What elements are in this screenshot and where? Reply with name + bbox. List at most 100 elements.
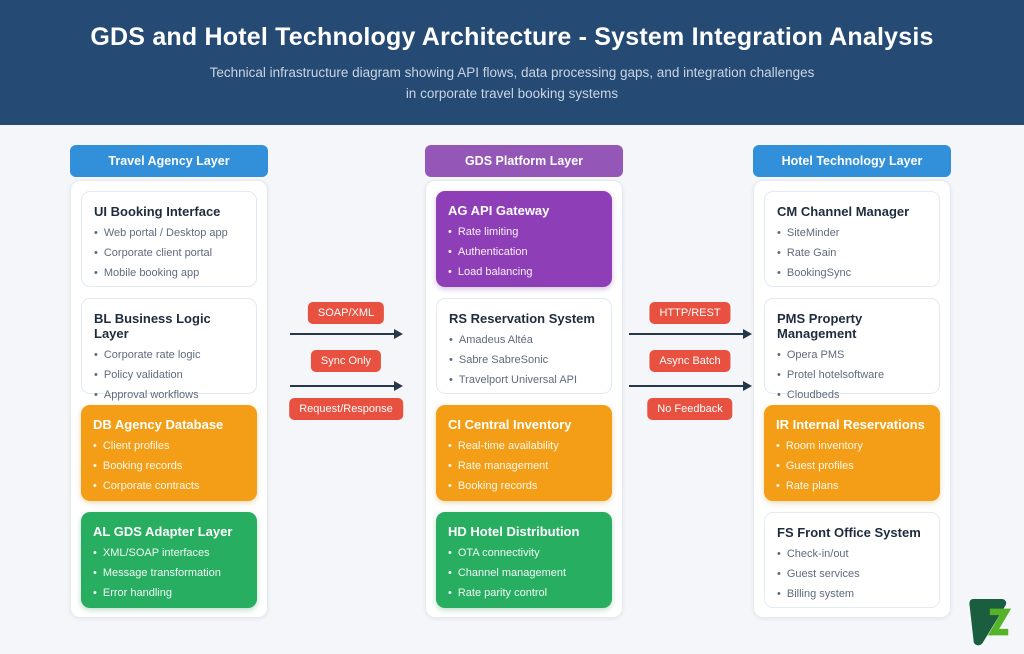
card-business-logic-layer: BL Business Logic Layer Corporate rate l…	[81, 298, 257, 401]
flow-label-async-batch: Async Batch	[649, 350, 731, 372]
bullet-item: Sabre SabreSonic	[449, 354, 599, 368]
bullet-item: OTA connectivity	[448, 547, 600, 561]
card-central-inventory: CI Central Inventory Real-time availabil…	[436, 405, 612, 501]
card-bullet-list: SiteMinder Rate Gain BookingSync	[777, 227, 927, 280]
card-title: AL GDS Adapter Layer	[93, 524, 233, 539]
page-subtitle: Technical infrastructure diagram showing…	[0, 63, 1024, 105]
card-channel-manager: CM Channel Manager SiteMinder Rate Gain …	[764, 191, 940, 287]
diagram-canvas: Travel Agency Layer UI Booking Interface…	[0, 125, 1024, 654]
card-title: RS Reservation System	[449, 311, 595, 326]
card-bullet-list: Room inventory Guest profiles Rate plans	[776, 440, 928, 493]
flow-label-no-feedback: No Feedback	[647, 398, 733, 420]
page-header: GDS and Hotel Technology Architecture - …	[0, 0, 1024, 125]
card-title: AG API Gateway	[448, 203, 550, 218]
card-bullet-list: Real-time availability Rate management B…	[448, 440, 600, 493]
card-title: UI Booking Interface	[94, 204, 221, 219]
card-title: CM Channel Manager	[777, 204, 910, 219]
bullet-item: Rate Gain	[777, 247, 927, 261]
card-title: DB Agency Database	[93, 417, 224, 432]
flow-arrow-right	[629, 329, 752, 339]
bullet-item: Web portal / Desktop app	[94, 227, 244, 241]
bullet-item: Guest services	[777, 568, 927, 582]
bullet-item: BookingSync	[777, 267, 927, 281]
column-header-hotel-technology: Hotel Technology Layer	[753, 145, 951, 177]
bullet-item: Amadeus Altéa	[449, 334, 599, 348]
bullet-item: Message transformation	[93, 567, 245, 581]
card-bullet-list: Amadeus Altéa Sabre SabreSonic Travelpor…	[449, 334, 599, 387]
bullet-item: Guest profiles	[776, 460, 928, 474]
card-internal-reservations: IR Internal Reservations Room inventory …	[764, 405, 940, 501]
card-bullet-list: Rate limiting Authentication Load balanc…	[448, 226, 600, 279]
bullet-item: Rate limiting	[448, 226, 600, 240]
flow-arrow-right	[629, 381, 752, 391]
bullet-item: Real-time availability	[448, 440, 600, 454]
card-title: BL Business Logic Layer	[94, 311, 211, 341]
card-front-office-system: FS Front Office System Check-in/out Gues…	[764, 512, 940, 608]
column-header-travel-agency: Travel Agency Layer	[70, 145, 268, 177]
card-reservation-system: RS Reservation System Amadeus Altéa Sabr…	[436, 298, 612, 394]
column-gds-platform-layer: GDS Platform Layer AG API Gateway Rate l…	[425, 145, 623, 618]
bullet-item: Load balancing	[448, 266, 600, 280]
page-title: GDS and Hotel Technology Architecture - …	[90, 23, 934, 51]
card-title: PMS Property Management	[777, 311, 863, 341]
bullet-item: Client profiles	[93, 440, 245, 454]
bullet-item: Check-in/out	[777, 548, 927, 562]
column-hotel-technology-layer: Hotel Technology Layer CM Channel Manage…	[753, 145, 951, 618]
bullet-item: Error handling	[93, 587, 245, 601]
card-title: FS Front Office System	[777, 525, 921, 540]
bullet-item: Opera PMS	[777, 349, 927, 363]
card-agency-database: DB Agency Database Client profiles Booki…	[81, 405, 257, 501]
flow-arrow-right	[290, 329, 403, 339]
card-bullet-list: OTA connectivity Channel management Rate…	[448, 547, 600, 600]
column-header-gds-platform: GDS Platform Layer	[425, 145, 623, 177]
column-panel-gds-platform: AG API Gateway Rate limiting Authenticat…	[425, 180, 623, 618]
flow-zone-gds-to-hotel: HTTP/REST Async Batch No Feedback	[627, 302, 753, 427]
subtitle-line-1: Technical infrastructure diagram showing…	[209, 65, 815, 80]
subtitle-line-2: in corporate travel booking systems	[405, 85, 619, 101]
column-panel-travel-agency: UI Booking Interface Web portal / Deskto…	[70, 180, 268, 618]
bullet-item: Authentication	[448, 246, 600, 260]
card-property-management: PMS Property Management Opera PMS Protel…	[764, 298, 940, 401]
flow-label-request-response: Request/Response	[289, 398, 403, 420]
card-bullet-list: XML/SOAP interfaces Message transformati…	[93, 547, 245, 600]
bullet-item: Mobile booking app	[94, 267, 244, 281]
flow-label-soap-xml: SOAP/XML	[307, 302, 385, 324]
bullet-item: Corporate rate logic	[94, 349, 244, 363]
bullet-item: XML/SOAP interfaces	[93, 547, 245, 561]
bullet-item: SiteMinder	[777, 227, 927, 241]
card-hotel-distribution: HD Hotel Distribution OTA connectivity C…	[436, 512, 612, 608]
bullet-item: Booking records	[448, 480, 600, 494]
column-travel-agency-layer: Travel Agency Layer UI Booking Interface…	[70, 145, 268, 618]
bullet-item: Channel management	[448, 567, 600, 581]
flow-arrow-right	[290, 381, 403, 391]
card-ui-booking-interface: UI Booking Interface Web portal / Deskto…	[81, 191, 257, 287]
card-bullet-list: Client profiles Booking records Corporat…	[93, 440, 245, 493]
flow-zone-agency-to-gds: SOAP/XML Sync Only Request/Response	[288, 302, 404, 427]
bullet-item: Corporate client portal	[94, 247, 244, 261]
bullet-item: Protel hotelsoftware	[777, 369, 927, 383]
card-bullet-list: Opera PMS Protel hotelsoftware Cloudbeds	[777, 349, 927, 402]
bullet-item: Booking records	[93, 460, 245, 474]
bullet-item: Rate parity control	[448, 587, 600, 601]
bullet-item: Rate management	[448, 460, 600, 474]
card-title: IR Internal Reservations	[776, 417, 925, 432]
card-title: CI Central Inventory	[448, 417, 572, 432]
card-bullet-list: Web portal / Desktop app Corporate clien…	[94, 227, 244, 280]
flow-label-http-rest: HTTP/REST	[649, 302, 731, 324]
column-panel-hotel-technology: CM Channel Manager SiteMinder Rate Gain …	[753, 180, 951, 618]
bullet-item: Billing system	[777, 588, 927, 602]
card-title: HD Hotel Distribution	[448, 524, 580, 539]
bullet-item: Travelport Universal API	[449, 374, 599, 388]
card-gds-adapter-layer: AL GDS Adapter Layer XML/SOAP interfaces…	[81, 512, 257, 608]
card-api-gateway: AG API Gateway Rate limiting Authenticat…	[436, 191, 612, 287]
flow-label-sync-only: Sync Only	[310, 350, 382, 372]
bullet-item: Cloudbeds	[777, 389, 927, 403]
bullet-item: Corporate contracts	[93, 480, 245, 494]
bullet-item: Policy validation	[94, 369, 244, 383]
card-bullet-list: Check-in/out Guest services Billing syst…	[777, 548, 927, 601]
brand-logo-icon	[969, 599, 1011, 646]
bullet-item: Room inventory	[776, 440, 928, 454]
bullet-item: Approval workflows	[94, 389, 244, 403]
bullet-item: Rate plans	[776, 480, 928, 494]
